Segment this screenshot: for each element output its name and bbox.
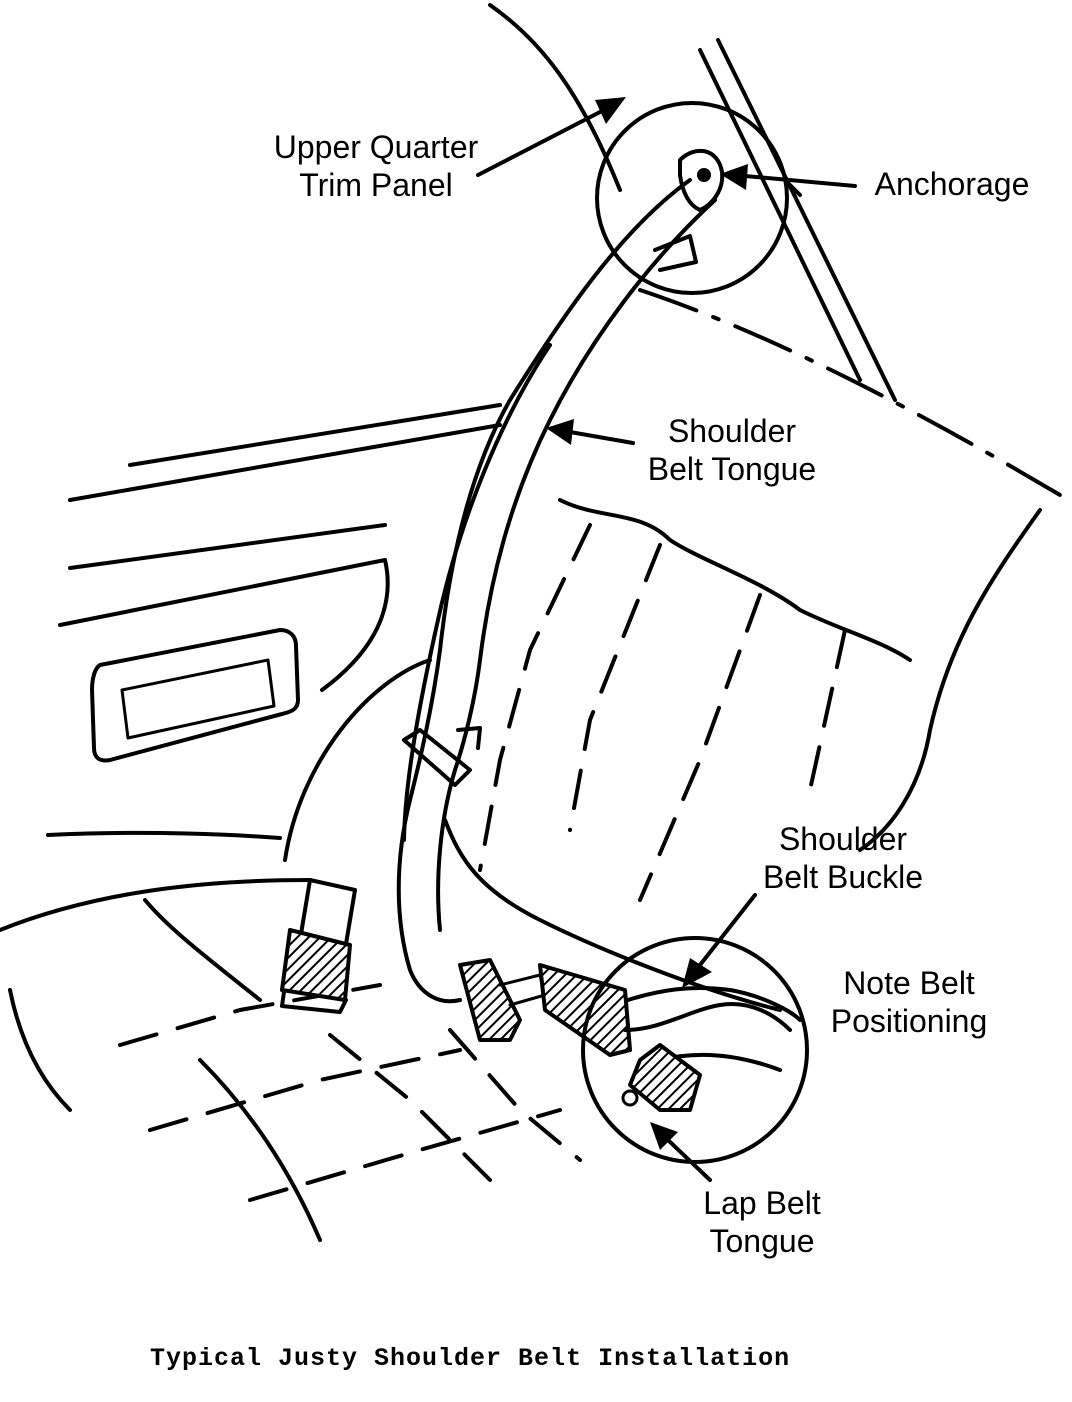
anchorage-callout [595,101,789,295]
shoulder-belt-tongue-label: Shoulder Belt Tongue [647,413,817,487]
note-belt-positioning-label: Note Belt Positioning [830,965,988,1039]
shoulder-belt-webbing [396,178,717,1004]
buckle-assemblies [280,878,632,1057]
vehicle-interior-outline [0,3,1062,1242]
anchorage-label: Anchorage [874,166,1030,202]
lap-belt-tongue-label: Lap Belt Tongue [703,1185,821,1259]
figure-caption: Typical Justy Shoulder Belt Installation [150,1344,791,1373]
leader-arrows [476,97,857,1182]
upper-quarter-trim-panel-label: Upper Quarter Trim Panel [273,129,479,203]
shoulder-belt-buckle-label: Shoulder Belt Buckle [762,821,924,895]
belt-positioning-callout [581,936,809,1164]
